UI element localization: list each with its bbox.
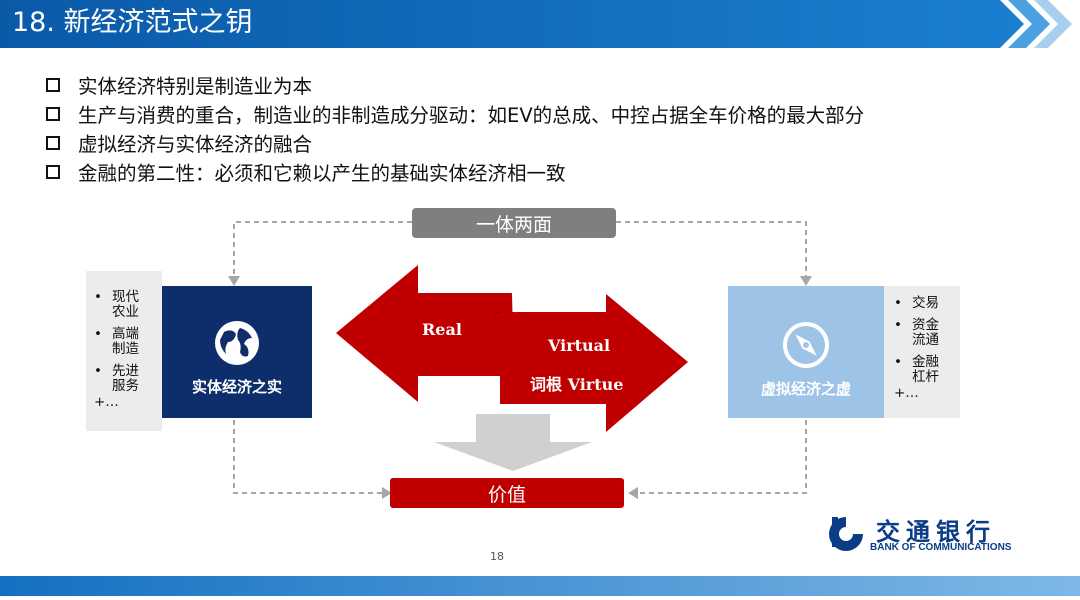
arrow-label-virtual: Virtual	[548, 336, 611, 355]
checkbox-square-icon	[46, 164, 60, 179]
right-arrow-virtual	[500, 294, 688, 432]
left-arrow-real	[336, 265, 514, 402]
list-more: +…	[894, 385, 919, 401]
real-economy-box: 实体经济之实	[162, 286, 312, 418]
arrow-label-real: Real	[422, 320, 462, 339]
bank-logo: 交通银行 BANK OF COMMUNICATIONS	[826, 514, 1046, 554]
bullet-item: 实体经济特别是制造业为本	[46, 70, 864, 99]
list-more: +…	[94, 394, 119, 410]
bank-logo-icon	[829, 517, 863, 551]
left-list: •现代 农业 •高端 制造 •先进 服务 +…	[94, 290, 160, 410]
globe-icon	[215, 321, 259, 365]
compass-icon	[783, 322, 829, 368]
checkbox-square-icon	[46, 106, 60, 121]
list-item: •资金 流通	[894, 317, 939, 348]
list-item: •先进 服务	[94, 363, 139, 394]
bullet-list: 实体经济特别是制造业为本 生产与消费的重合，制造业的非制造成分驱动：如EV的总成…	[46, 70, 864, 186]
label-value: 价值	[390, 478, 624, 508]
arrow-label-virtue: 词根 Virtue	[530, 375, 624, 394]
footer-bar	[0, 576, 1080, 596]
list-item: •交易	[894, 295, 939, 311]
bullet-item: 金融的第二性：必须和它赖以产生的基础实体经济相一致	[46, 157, 864, 186]
list-item: •金融 杠杆	[894, 354, 939, 385]
chevron-icon-1	[1008, 0, 1050, 48]
list-item: •现代 农业	[94, 289, 139, 320]
checkbox-square-icon	[46, 135, 60, 150]
down-arrow-icon	[434, 414, 592, 471]
label-one-body-two-sides: 一体两面	[412, 208, 616, 238]
bullet-item: 虚拟经济与实体经济的融合	[46, 128, 864, 157]
right-list: •交易 •资金 流通 •金融 杠杆 +…	[894, 296, 956, 401]
left-list-panel	[86, 271, 162, 431]
bullet-item: 生产与消费的重合，制造业的非制造成分驱动：如EV的总成、中控占据全车价格的最大部…	[46, 99, 864, 128]
page-number: 18	[490, 550, 504, 563]
virtual-economy-box: 虚拟经济之虚	[728, 286, 884, 418]
title-bar	[0, 0, 1072, 48]
chevron-icon-2	[1034, 0, 1072, 48]
list-item: •高端 制造	[94, 326, 139, 357]
page-title: 18. 新经济范式之钥	[12, 7, 253, 38]
right-list-panel	[884, 286, 960, 418]
checkbox-square-icon	[46, 77, 60, 92]
